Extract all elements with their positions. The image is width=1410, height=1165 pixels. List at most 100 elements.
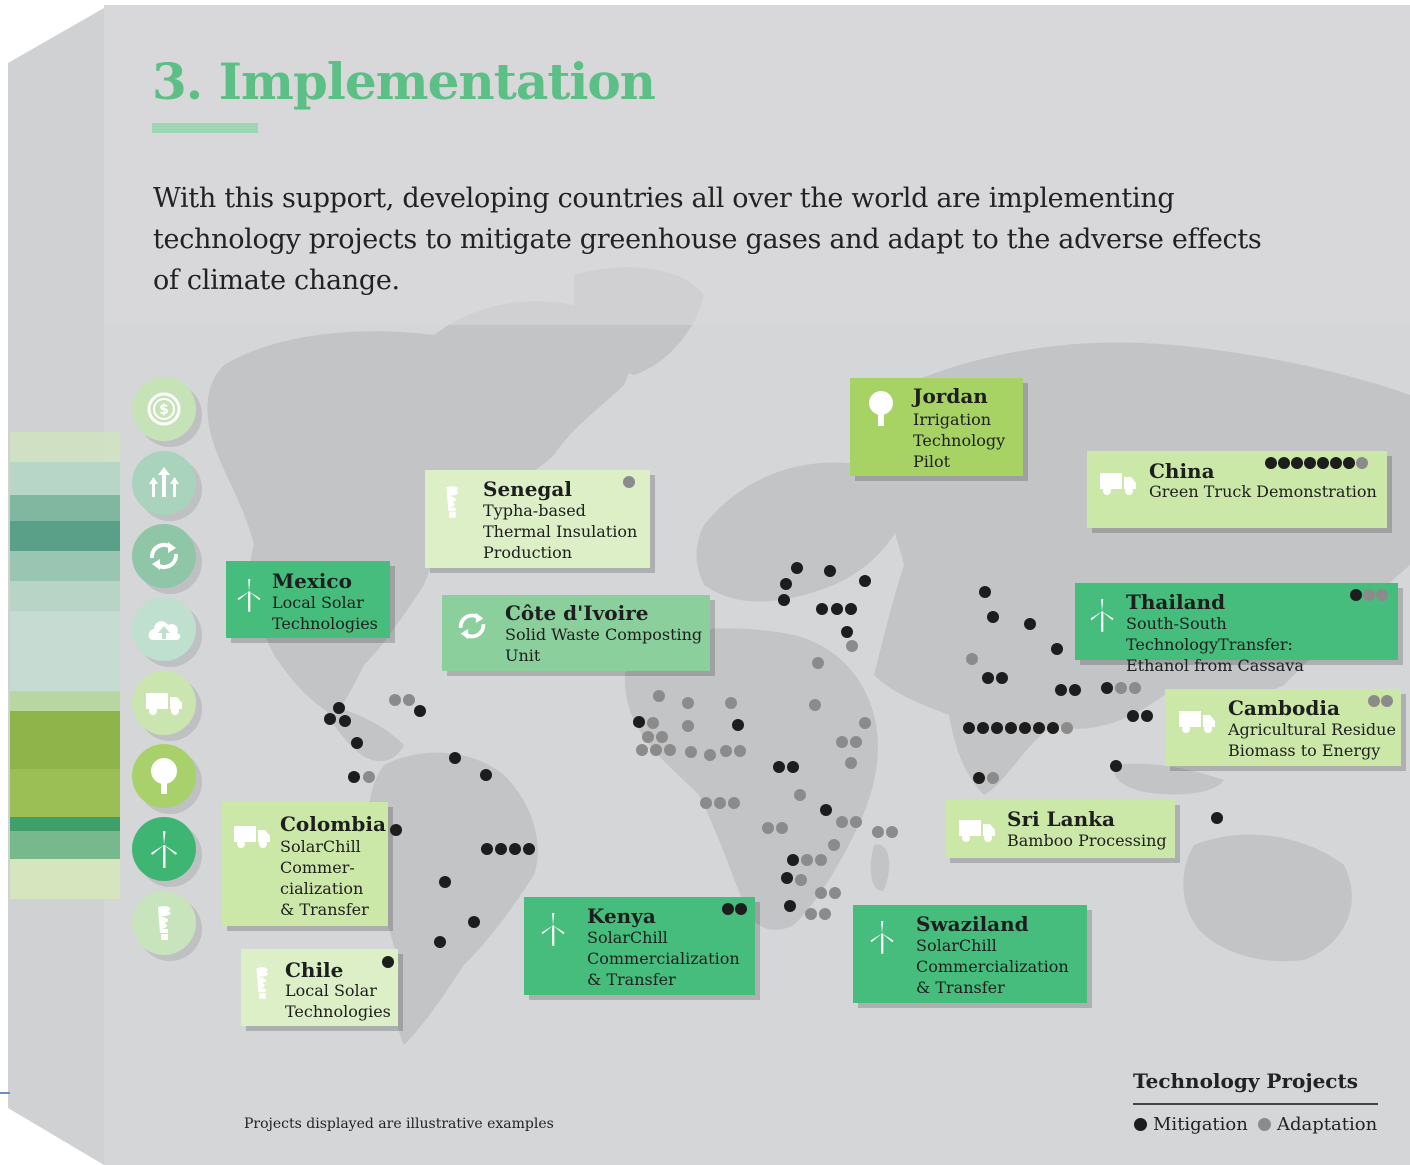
project-description: SolarChill Commer- cialization & Transfe… bbox=[280, 837, 369, 919]
mitigation-dot bbox=[633, 716, 645, 728]
title-underline bbox=[152, 123, 258, 133]
project-country: Senegal bbox=[483, 477, 572, 501]
australia-landmass bbox=[1183, 834, 1352, 962]
mitigation-dot bbox=[509, 843, 521, 855]
mitigation-dot bbox=[784, 900, 796, 912]
wind-turbine-icon bbox=[1087, 595, 1117, 639]
project-description: Irrigation Technology Pilot bbox=[913, 410, 1006, 471]
mitigation-dot bbox=[987, 611, 999, 623]
project-card-cambodia: Cambodia Agricultural Residue Biomass to… bbox=[1165, 689, 1401, 766]
adaptation-dot bbox=[850, 736, 862, 748]
wind-turbine-icon bbox=[867, 917, 897, 961]
mitigation-dot bbox=[778, 594, 790, 606]
mitigation-dot bbox=[991, 722, 1003, 734]
adaptation-dot bbox=[809, 699, 821, 711]
adaptation-dot bbox=[872, 826, 884, 838]
project-card-swaziland: Swaziland SolarChill Commercialization &… bbox=[853, 905, 1087, 1003]
mitigation-dot bbox=[1110, 760, 1122, 772]
mitigation-dot bbox=[820, 804, 832, 816]
truck-icon bbox=[1098, 469, 1138, 501]
project-description: Local Solar Technologies bbox=[285, 981, 391, 1021]
truck-icon bbox=[232, 822, 272, 854]
project-country: Cambodia bbox=[1228, 696, 1340, 720]
mitigation-dot bbox=[787, 854, 799, 866]
mitigation-dot bbox=[1304, 457, 1316, 469]
adaptation-dot bbox=[682, 720, 694, 732]
adaptation-dot bbox=[642, 731, 654, 743]
project-card-mexico: Mexico Local Solar Technologies bbox=[226, 561, 390, 638]
mitigation-dot bbox=[1350, 589, 1362, 601]
adaptation-dot bbox=[685, 746, 697, 758]
mitigation-dot bbox=[1343, 457, 1355, 469]
page-title: 3. Implementation bbox=[152, 52, 656, 111]
project-country: Chile bbox=[285, 958, 344, 982]
project-description: Green Truck Demonstration bbox=[1149, 482, 1377, 501]
left-band bbox=[10, 551, 120, 581]
dollar-icon: $ bbox=[132, 377, 196, 441]
exchange-icon bbox=[452, 609, 492, 647]
project-country: Côte d'Ivoire bbox=[505, 601, 649, 625]
intro-text: With this support, developing countries … bbox=[153, 183, 1262, 296]
legend-adaptation-label: Adaptation bbox=[1277, 1114, 1378, 1135]
adaptation-dot bbox=[815, 854, 827, 866]
mitigation-dot bbox=[324, 713, 336, 725]
legend-rule bbox=[1133, 1103, 1378, 1105]
adaptation-dot bbox=[1368, 695, 1380, 707]
wind-turbine-icon bbox=[132, 817, 196, 881]
adaptation-dot bbox=[801, 854, 813, 866]
mitigation-dot bbox=[339, 715, 351, 727]
mitigation-dot bbox=[1005, 722, 1017, 734]
adaptation-dot bbox=[815, 887, 827, 899]
adaptation-dot bbox=[363, 771, 375, 783]
south-america-landmass bbox=[367, 752, 538, 1045]
mitigation-dot bbox=[439, 876, 451, 888]
mitigation-dot bbox=[434, 936, 446, 948]
mitigation-dot bbox=[1019, 722, 1031, 734]
project-country: Colombia bbox=[280, 812, 386, 836]
mitigation-dot bbox=[973, 772, 985, 784]
legend-adaptation: Adaptation bbox=[1258, 1114, 1377, 1135]
adaptation-dot bbox=[846, 640, 858, 652]
mitigation-dot bbox=[982, 672, 994, 684]
project-country: Swaziland bbox=[916, 912, 1029, 936]
truck-icon bbox=[132, 671, 196, 735]
project-description: SolarChill Commercialization & Transfer bbox=[916, 936, 1069, 997]
adaptation-dot bbox=[403, 694, 415, 706]
adaptation-dot bbox=[653, 690, 665, 702]
mitigation-dot bbox=[1265, 457, 1277, 469]
mitigation-dot bbox=[333, 702, 345, 714]
adaptation-dot bbox=[389, 694, 401, 706]
adaptation-dot bbox=[762, 822, 774, 834]
adaptation-dot bbox=[623, 476, 635, 488]
adaptation-dot bbox=[714, 797, 726, 809]
mitigation-dot bbox=[996, 672, 1008, 684]
footnote: Projects displayed are illustrative exam… bbox=[244, 1116, 554, 1132]
adaptation-dot bbox=[1258, 1118, 1271, 1131]
adaptation-dot bbox=[1115, 682, 1127, 694]
adaptation-dot bbox=[859, 717, 871, 729]
adaptation-dot bbox=[845, 757, 857, 769]
adaptation-dot bbox=[720, 745, 732, 757]
project-card-china: China Green Truck Demonstration bbox=[1087, 451, 1387, 528]
mitigation-dot bbox=[979, 586, 991, 598]
mitigation-dot bbox=[735, 903, 747, 915]
mitigation-dot bbox=[1134, 1118, 1147, 1131]
adaptation-dot bbox=[636, 744, 648, 756]
mitigation-dot bbox=[495, 843, 507, 855]
mitigation-dot bbox=[1141, 710, 1153, 722]
left-band bbox=[10, 432, 120, 464]
project-card-thailand: Thailand South-South TechnologyTransfer:… bbox=[1075, 583, 1398, 675]
wind-turbine-icon bbox=[234, 575, 264, 619]
project-country: Jordan bbox=[913, 384, 988, 408]
adaptation-dot bbox=[704, 749, 716, 761]
mitigation-dot bbox=[1047, 722, 1059, 734]
mitigation-dot bbox=[1330, 457, 1342, 469]
adaptation-dot bbox=[700, 797, 712, 809]
adaptation-dot bbox=[829, 887, 841, 899]
adaptation-dot bbox=[828, 839, 840, 851]
mitigation-dot bbox=[351, 737, 363, 749]
left-band bbox=[10, 769, 120, 817]
svg-text:$: $ bbox=[159, 402, 169, 418]
mitigation-dot bbox=[414, 705, 426, 717]
truck-icon bbox=[957, 816, 997, 848]
